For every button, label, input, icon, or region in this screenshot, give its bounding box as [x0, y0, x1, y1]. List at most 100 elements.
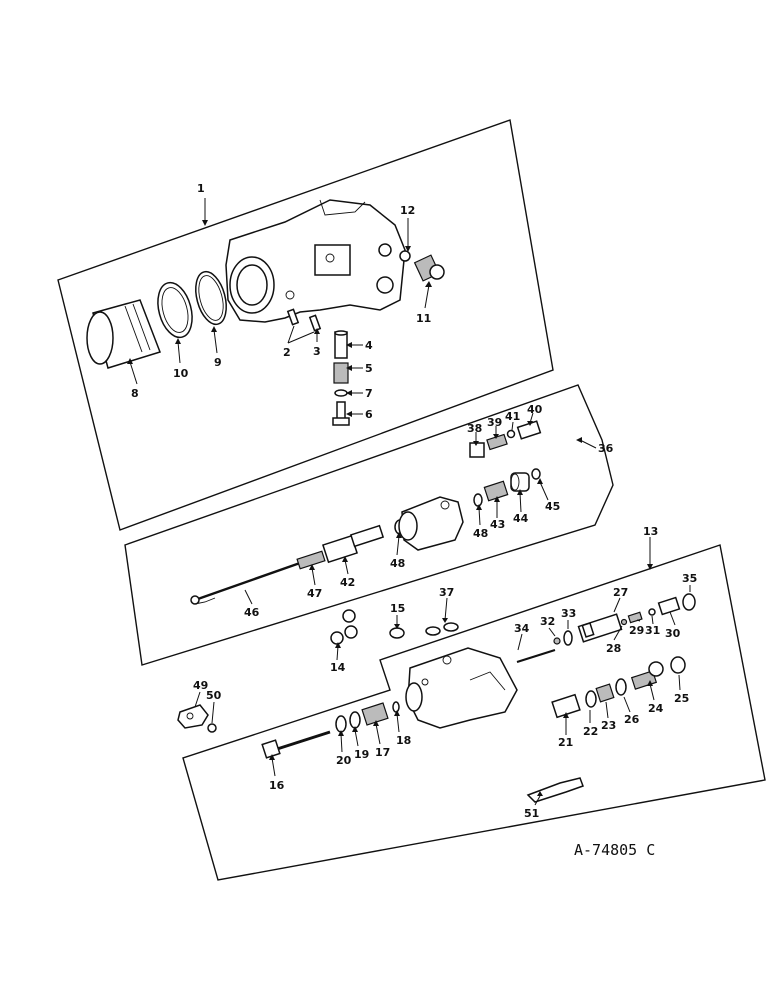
callout-10: 10 [173, 367, 189, 380]
callout-38: 38 [467, 422, 482, 435]
cylinder-housing [225, 199, 406, 323]
callout-39: 39 [487, 416, 502, 429]
callout-20: 20 [336, 754, 352, 767]
pilot-bolt-16 [261, 730, 331, 759]
callout-35: 35 [682, 572, 697, 585]
callout-26: 26 [624, 713, 640, 726]
callout-8: 8 [131, 387, 139, 400]
o-ring-45 [531, 468, 541, 480]
callout-25: 25 [674, 692, 689, 705]
callout-12: 12 [400, 204, 415, 217]
callout-19: 19 [354, 748, 369, 761]
frame-cylinder-assembly [57, 119, 554, 531]
washer-31 [648, 608, 656, 616]
spring-23 [595, 683, 615, 703]
fitting-11 [413, 254, 445, 282]
callout-45: 45 [545, 500, 560, 513]
valve-body-36 [398, 496, 464, 551]
callout-40: 40 [527, 403, 543, 416]
plug-40 [516, 420, 542, 440]
callout-13: 13 [643, 525, 658, 538]
o-ring-26 [615, 678, 627, 696]
callout-30: 30 [665, 627, 681, 640]
callout-5: 5 [365, 362, 373, 375]
ring-41 [506, 429, 516, 439]
callout-23: 23 [601, 719, 616, 732]
callout-46: 46 [244, 606, 260, 619]
callout-44: 44 [513, 512, 529, 525]
callout-22: 22 [583, 725, 598, 738]
seal-ring-10 [157, 281, 193, 339]
bracket-51 [526, 777, 584, 803]
sleeve-4 [334, 330, 348, 359]
callout-9: 9 [214, 356, 222, 369]
callout-49: 49 [193, 679, 208, 692]
plunger-27 [577, 613, 623, 643]
fitting-24 [630, 661, 664, 690]
dowel-pins [286, 308, 322, 332]
frame-valve-assembly [124, 384, 614, 666]
frame-control-valve-assembly [182, 544, 766, 881]
callout-51: 51 [524, 807, 539, 820]
control-rod-46 [190, 561, 301, 605]
callout-36: 36 [598, 442, 614, 455]
washer-12 [399, 250, 411, 262]
ball-28 [620, 618, 628, 626]
callout-28: 28 [606, 642, 621, 655]
spring-43 [483, 480, 509, 502]
callout-14: 14 [330, 661, 346, 674]
piston [86, 299, 161, 369]
callout-17: 17 [375, 746, 390, 759]
pin-50 [207, 723, 217, 733]
figure-reference-code: A-74805 C [574, 841, 655, 859]
washer-20 [335, 715, 347, 733]
snap-ring-25 [670, 656, 686, 674]
callout-16: 16 [269, 779, 285, 792]
o-ring-9-inner [198, 275, 224, 321]
callout-41: 41 [505, 410, 520, 423]
plug-6 [332, 401, 350, 426]
o-rings-37 [425, 622, 459, 636]
callout-11: 11 [416, 312, 431, 325]
callout-2: 2 [283, 346, 291, 359]
callout-48-right: 48 [473, 527, 488, 540]
washer-35 [682, 593, 696, 611]
callout-34: 34 [514, 622, 530, 635]
washer-19 [349, 711, 361, 729]
washer-22 [585, 690, 597, 708]
o-ring-15 [389, 627, 405, 639]
callout-37: 37 [439, 586, 454, 599]
spool-42 [322, 524, 385, 564]
callout-6: 6 [365, 408, 373, 421]
callout-47: 47 [307, 587, 322, 600]
leader-lines [127, 198, 691, 806]
callout-50: 50 [206, 689, 222, 702]
plug-30 [657, 596, 681, 616]
callout-4: 4 [365, 339, 373, 352]
spring-47 [296, 550, 326, 570]
callout-3: 3 [313, 345, 321, 358]
callout-18: 18 [396, 734, 411, 747]
callout-31: 31 [645, 624, 660, 637]
rod-34 [516, 648, 556, 664]
callout-24: 24 [648, 702, 664, 715]
callout-29: 29 [629, 624, 644, 637]
o-ring-33 [563, 630, 573, 646]
lever-49 [177, 704, 209, 729]
o-ring-9 [195, 270, 227, 326]
callout-32: 32 [540, 615, 555, 628]
o-ring-48-right [473, 493, 483, 507]
seal-ring-10-inner [161, 287, 189, 333]
callout-43: 43 [490, 518, 505, 531]
ball-32 [553, 637, 561, 645]
cap-44 [510, 472, 530, 492]
control-valve-body [405, 647, 518, 729]
callout-15: 15 [390, 602, 405, 615]
callout-42: 42 [340, 576, 355, 589]
o-rings-14 [330, 609, 358, 645]
o-ring-7 [334, 389, 348, 397]
cap-21 [551, 693, 581, 719]
callout-7: 7 [365, 387, 373, 400]
spring-5 [333, 362, 349, 384]
